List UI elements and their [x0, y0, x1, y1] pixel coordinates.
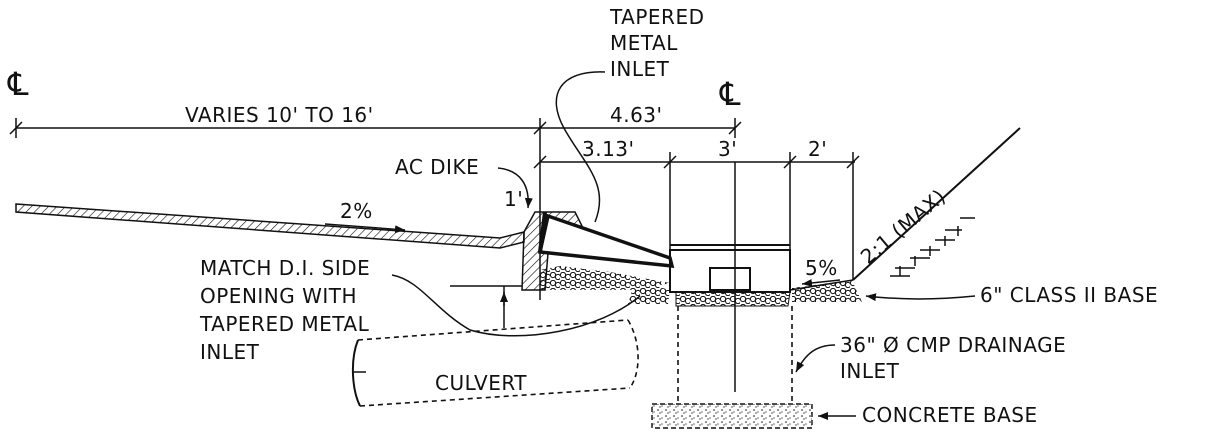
slope-2-to-1-label: 2:1 (MAX) [856, 184, 951, 269]
dim-4-63-label: 4.63' [610, 103, 663, 127]
slope-2-percent-arrow [324, 223, 406, 234]
top-dimension-line [9, 118, 742, 300]
culvert-dashed [357, 319, 631, 407]
gravel-under-box [675, 291, 791, 307]
match-di-label-line3: TAPERED METAL [199, 312, 370, 336]
concrete-base-label: CONCRETE BASE [862, 403, 1038, 427]
dim-3-label: 3' [718, 137, 737, 161]
gravel-under-wedge [540, 266, 670, 290]
tapered-inlet-label-line2: METAL [610, 31, 678, 55]
ac-dike-label: AC DIKE [395, 155, 479, 179]
match-di-leader [391, 274, 641, 337]
cmp-inlet-dashed [677, 306, 793, 404]
slope-5-percent-arrow [801, 278, 841, 287]
drainage-inlet-box [669, 162, 791, 392]
dim-1-label: 1' [504, 187, 523, 211]
cmp-inlet-leader [795, 344, 836, 373]
side-slope [852, 127, 1021, 281]
gravel-left-pile [628, 286, 670, 304]
dim-2-label: 2' [808, 137, 827, 161]
class-ii-base-leader [865, 293, 976, 302]
pavement-slab [15, 203, 525, 249]
gravel-right-pile [792, 280, 862, 302]
culvert-label: CULVERT [435, 371, 527, 395]
cmp-inlet-label-line1: 36" Ø CMP DRAINAGE [840, 333, 1066, 357]
match-di-label-line1: MATCH D.I. SIDE [200, 256, 370, 280]
tapered-metal-inlet [537, 213, 675, 269]
lower-dimension-line [533, 152, 860, 280]
concrete-base [651, 403, 813, 429]
tapered-inlet-label-line3: INLET [610, 57, 670, 81]
slope-5-percent-label: 5% [805, 256, 838, 280]
tapered-inlet-label-line1: TAPERED [609, 5, 704, 29]
inlet-centerline-symbol: ℄ [719, 75, 741, 113]
culvert-end [351, 339, 361, 407]
match-di-label-line2: OPENING WITH [200, 284, 357, 308]
varies-dimension-label: VARIES 10' TO 16' [185, 103, 374, 127]
match-di-label-line4: INLET [200, 340, 260, 364]
slope-2-percent-label: 2% [340, 199, 373, 223]
ac-dike-leader [497, 167, 533, 209]
class-ii-base-label: 6" CLASS II BASE [980, 283, 1158, 307]
cmp-inlet-label-line2: INLET [840, 359, 900, 383]
left-centerline-symbol: ℄ [7, 65, 29, 103]
tapered-inlet-leader [555, 71, 606, 223]
dim-3-13-label: 3.13' [582, 137, 635, 161]
